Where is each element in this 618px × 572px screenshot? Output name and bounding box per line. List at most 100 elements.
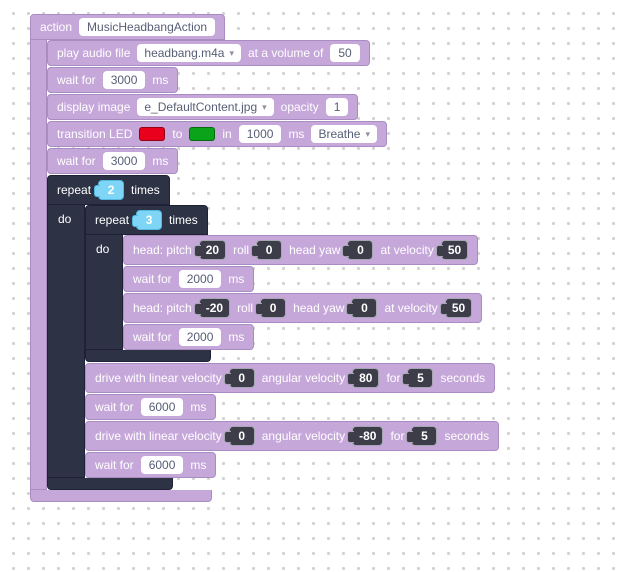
wait-label: wait for [133, 272, 172, 286]
repeat-inner-block[interactable]: repeat 3 times do [85, 205, 483, 362]
pitch-field[interactable]: 20 [193, 240, 227, 260]
image-file-dropdown[interactable]: e_DefaultContent.jpg ▾ [137, 98, 274, 116]
do-label: do [96, 242, 110, 256]
angular-velocity-label: angular velocity [261, 429, 346, 443]
roll-field[interactable]: 0 [255, 298, 287, 318]
linear-velocity-field[interactable]: 0 [223, 426, 255, 446]
wait-label: wait for [95, 458, 134, 472]
led-style-value: Breathe [318, 127, 361, 141]
audio-file-value: headbang.m4a [144, 46, 225, 60]
angular-velocity-field[interactable]: -80 [347, 426, 384, 446]
repeat-outer-count-field[interactable]: 2 [94, 180, 125, 200]
velocity-label: at velocity [384, 301, 438, 315]
chevron-down-icon: ▾ [365, 128, 370, 139]
repeat-inner-count-field[interactable]: 3 [132, 210, 163, 230]
wait-block[interactable]: wait for 2000 ms [123, 266, 255, 292]
in-label: in [222, 127, 232, 141]
ms-label: ms [228, 272, 245, 286]
yaw-field[interactable]: 0 [342, 240, 374, 260]
for-label: for [386, 371, 401, 385]
action-block-foot [30, 490, 212, 502]
drive-block[interactable]: drive with linear velocity 0 angular vel… [85, 363, 496, 393]
led-duration-field[interactable]: 1000 [238, 125, 282, 143]
led-end-color-field[interactable] [189, 127, 216, 141]
wait-label: wait for [57, 154, 96, 168]
ms-label: ms [288, 127, 305, 141]
roll-label: roll [233, 243, 250, 257]
roll-field[interactable]: 0 [251, 240, 283, 260]
wait-duration-field[interactable]: 2000 [178, 328, 222, 346]
transition-led-block[interactable]: transition LED to in 1000 ms Breathe ▾ [47, 121, 387, 147]
repeat-inner-do-spine: do [85, 235, 123, 350]
ms-label: ms [190, 400, 207, 414]
wait-duration-field[interactable]: 6000 [140, 456, 184, 474]
head-move-block[interactable]: head: pitch -20 roll 0 head yaw 0 at vel… [123, 293, 483, 323]
head-pitch-label: head: pitch [133, 301, 192, 315]
repeat-outer-do-spine: do [47, 205, 85, 478]
audio-file-dropdown[interactable]: headbang.m4a ▾ [137, 44, 241, 62]
ms-label: ms [228, 330, 245, 344]
pitch-field[interactable]: -20 [193, 298, 231, 318]
wait-block[interactable]: wait for 6000 ms [85, 394, 217, 420]
action-block-header[interactable]: action MusicHeadbangAction [30, 14, 226, 40]
velocity-field[interactable]: 50 [435, 240, 469, 260]
linear-velocity-field[interactable]: 0 [223, 368, 255, 388]
repeat-label: repeat [57, 183, 92, 197]
wait-duration-field[interactable]: 2000 [178, 270, 222, 288]
image-file-value: e_DefaultContent.jpg [144, 100, 258, 114]
action-label: action [40, 20, 73, 34]
action-name-field[interactable]: MusicHeadbangAction [79, 18, 216, 36]
wait-block[interactable]: wait for 2000 ms [123, 324, 255, 350]
wait-label: wait for [57, 73, 96, 87]
play-audio-block[interactable]: play audio file headbang.m4a ▾ at a volu… [47, 40, 370, 66]
velocity-label: at velocity [380, 243, 434, 257]
led-style-dropdown[interactable]: Breathe ▾ [311, 125, 377, 143]
wait-block[interactable]: wait for 6000 ms [85, 452, 217, 478]
ms-label: ms [152, 73, 169, 87]
wait-block[interactable]: wait for 3000 ms [47, 148, 179, 174]
drive-label: drive with linear velocity [95, 429, 222, 443]
repeat-inner-foot [85, 350, 211, 362]
drive-block[interactable]: drive with linear velocity 0 angular vel… [85, 421, 500, 451]
chevron-down-icon: ▾ [229, 47, 234, 58]
wait-duration-field[interactable]: 3000 [102, 71, 146, 89]
to-label: to [172, 127, 183, 141]
volume-field[interactable]: 50 [330, 44, 360, 62]
yaw-label: head yaw [293, 301, 345, 315]
yaw-field[interactable]: 0 [346, 298, 378, 318]
action-block-spine [30, 40, 47, 490]
chevron-down-icon: ▾ [262, 101, 267, 112]
repeat-inner-header[interactable]: repeat 3 times [85, 205, 208, 235]
angular-velocity-field[interactable]: 80 [347, 368, 380, 388]
opacity-label: opacity [280, 100, 319, 114]
repeat-outer-block[interactable]: repeat 2 times do repeat [47, 175, 500, 490]
wait-label: wait for [133, 330, 172, 344]
repeat-label: repeat [95, 213, 130, 227]
wait-block[interactable]: wait for 3000 ms [47, 67, 179, 93]
led-start-color-field[interactable] [139, 127, 166, 141]
wait-duration-field[interactable]: 3000 [102, 152, 146, 170]
drive-label: drive with linear velocity [95, 371, 222, 385]
head-move-block[interactable]: head: pitch 20 roll 0 head yaw 0 at velo… [123, 235, 479, 265]
opacity-field[interactable]: 1 [325, 98, 349, 116]
display-image-block[interactable]: display image e_DefaultContent.jpg ▾ opa… [47, 94, 359, 120]
volume-label: at a volume of [248, 46, 324, 60]
action-block[interactable]: action MusicHeadbangAction play audio fi… [30, 14, 618, 502]
play-audio-label: play audio file [57, 46, 131, 60]
seconds-label: seconds [440, 371, 486, 385]
wait-label: wait for [95, 400, 134, 414]
yaw-label: head yaw [289, 243, 341, 257]
drive-duration-field[interactable]: 5 [406, 426, 438, 446]
wait-duration-field[interactable]: 6000 [140, 398, 184, 416]
times-label: times [131, 183, 160, 197]
for-label: for [390, 429, 405, 443]
transition-led-label: transition LED [57, 127, 133, 141]
velocity-field[interactable]: 50 [439, 298, 473, 318]
drive-duration-field[interactable]: 5 [402, 368, 434, 388]
roll-label: roll [237, 301, 254, 315]
ms-label: ms [152, 154, 169, 168]
do-label: do [58, 212, 72, 226]
head-pitch-label: head: pitch [133, 243, 192, 257]
repeat-outer-header[interactable]: repeat 2 times [47, 175, 170, 205]
